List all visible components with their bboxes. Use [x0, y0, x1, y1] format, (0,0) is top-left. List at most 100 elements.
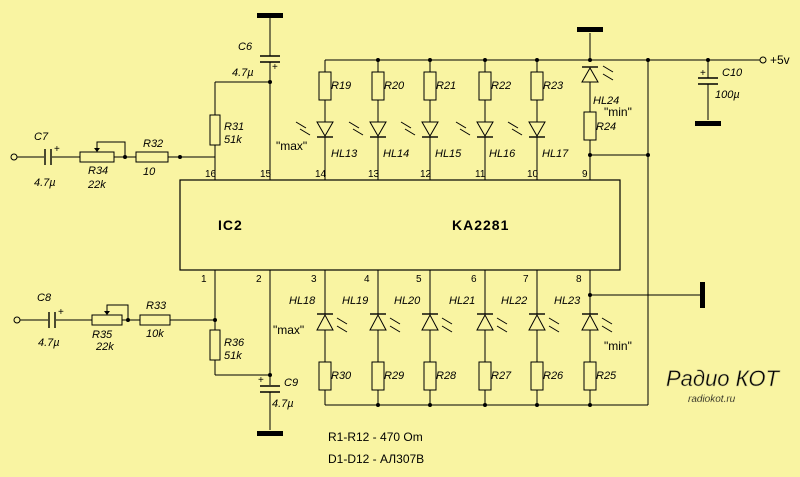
r22-label: R22: [491, 80, 511, 92]
bottom-input-chain: + C8 4.7µ R35 22k R33 10k R36 51k + C9 4…: [13, 292, 298, 436]
pin-10: 10: [527, 169, 539, 180]
bottom-led-ladder: HL18 HL19 HL20 HL21 HL22 HL23 "max" "min…: [273, 282, 705, 407]
r24-body: [583, 111, 597, 141]
r24-label: R24: [596, 121, 616, 133]
hl14-label: HL14: [383, 148, 409, 160]
r19-label: R19: [331, 80, 351, 92]
r25-label: R25: [596, 370, 617, 382]
c9-value: 4.7µ: [272, 398, 294, 410]
r35-wiper-arrow: [104, 311, 110, 315]
c6-ground: [257, 13, 283, 18]
r27-body: [478, 361, 492, 391]
ic-top-pin-leads: [214, 155, 591, 180]
note-resistors: R1-R12 - 470 Om: [328, 430, 423, 444]
bottom-min-label: "min": [604, 339, 632, 353]
ic-bottom-pin-leads: [214, 270, 591, 295]
c6-value: 4.7µ: [232, 67, 254, 79]
hl18-symbol: [316, 313, 334, 331]
hl14-symbol: [369, 121, 387, 138]
r29-label: R29: [384, 370, 404, 382]
pin-7: 7: [523, 274, 529, 285]
hl24-ground: [577, 27, 603, 32]
r23-body: [530, 71, 544, 101]
supply-label: +5v: [770, 53, 790, 67]
c10-value: 100µ: [715, 89, 740, 101]
pin-11: 11: [475, 169, 486, 180]
hl18-label: HL18: [289, 295, 316, 307]
hl17-label: HL17: [542, 148, 569, 160]
r33-label: R33: [146, 300, 167, 312]
r32-value: 10: [143, 166, 156, 178]
svg-text:+: +: [258, 375, 264, 386]
hl13-label: HL13: [331, 148, 358, 160]
hl20-symbol: [421, 313, 439, 331]
r35-body: [91, 314, 123, 326]
top-input-terminal: [10, 153, 18, 161]
hl23-symbol: [581, 313, 599, 331]
hl16-symbol: [476, 121, 494, 138]
bottom-max-label: "max": [273, 323, 304, 337]
r36-label: R36: [224, 337, 245, 349]
top-min-label: "min": [604, 105, 632, 119]
pin-12: 12: [420, 169, 432, 180]
bottom-input-terminal: [13, 316, 21, 324]
r21-body: [423, 71, 437, 101]
ic-body: [179, 179, 621, 271]
r29-body: [371, 361, 385, 391]
pin-5: 5: [416, 274, 422, 285]
r31-value: 51k: [224, 134, 242, 146]
pin-16: 16: [205, 169, 217, 180]
r19-body: [318, 71, 332, 101]
pin-6: 6: [471, 274, 477, 285]
r20-body: [371, 71, 385, 101]
r35-value: 22k: [95, 341, 114, 353]
pin8-ground: [700, 282, 705, 308]
hl23-label: HL23: [554, 295, 581, 307]
r26-label: R26: [543, 370, 564, 382]
hl24-label: HL24: [593, 95, 619, 107]
bottom-led-emission-arrows: [336, 317, 613, 333]
svg-text:+: +: [700, 68, 706, 79]
ic-name: IC2: [218, 217, 243, 233]
hl19-label: HL19: [342, 295, 368, 307]
pin-15: 15: [260, 169, 272, 180]
svg-text:+: +: [58, 307, 64, 318]
hl15-label: HL15: [435, 148, 462, 160]
r22-body: [478, 71, 492, 101]
c9-ground: [257, 431, 283, 436]
hl22-label: HL22: [501, 295, 527, 307]
r34-wiper-arrow: [94, 148, 100, 152]
hl13-symbol: [316, 121, 334, 138]
top-max-label: "max": [276, 139, 307, 153]
ic-top-pin-numbers: 16 15 14 13 12 11 10 9: [205, 169, 588, 180]
r33-body: [139, 314, 171, 326]
r25-body: [583, 361, 597, 391]
note-diodes: D1-D12 - АЛ307В: [328, 452, 424, 466]
r32-body: [135, 151, 169, 163]
c7-value: 4.7µ: [34, 177, 56, 189]
c10-ground: [695, 121, 721, 126]
svg-text:+: +: [54, 144, 60, 155]
r32-label: R32: [143, 138, 163, 150]
c6-label: C6: [238, 41, 253, 53]
r20-label: R20: [384, 80, 405, 92]
top-input-chain: + C7 4.7µ R34 22k R32 10 R31 51k + C6: [10, 13, 283, 191]
r28-body: [423, 361, 437, 391]
r30-label: R30: [331, 370, 352, 382]
c10-label: C10: [722, 67, 743, 79]
r28-label: R28: [436, 370, 457, 382]
r26-body: [530, 361, 544, 391]
r23-label: R23: [543, 80, 564, 92]
top-led-emission-arrows: [295, 121, 523, 136]
r31-label: R31: [224, 121, 244, 133]
pin-9: 9: [582, 169, 588, 180]
hl19-symbol: [369, 313, 387, 331]
r27-label: R27: [491, 370, 512, 382]
c9-label: C9: [284, 377, 298, 389]
pin-13: 13: [368, 169, 380, 180]
hl17-symbol: [528, 121, 546, 138]
r21-label: R21: [436, 80, 456, 92]
r34-value: 22k: [87, 179, 106, 191]
watermark-site: radiokot.ru: [688, 394, 736, 405]
